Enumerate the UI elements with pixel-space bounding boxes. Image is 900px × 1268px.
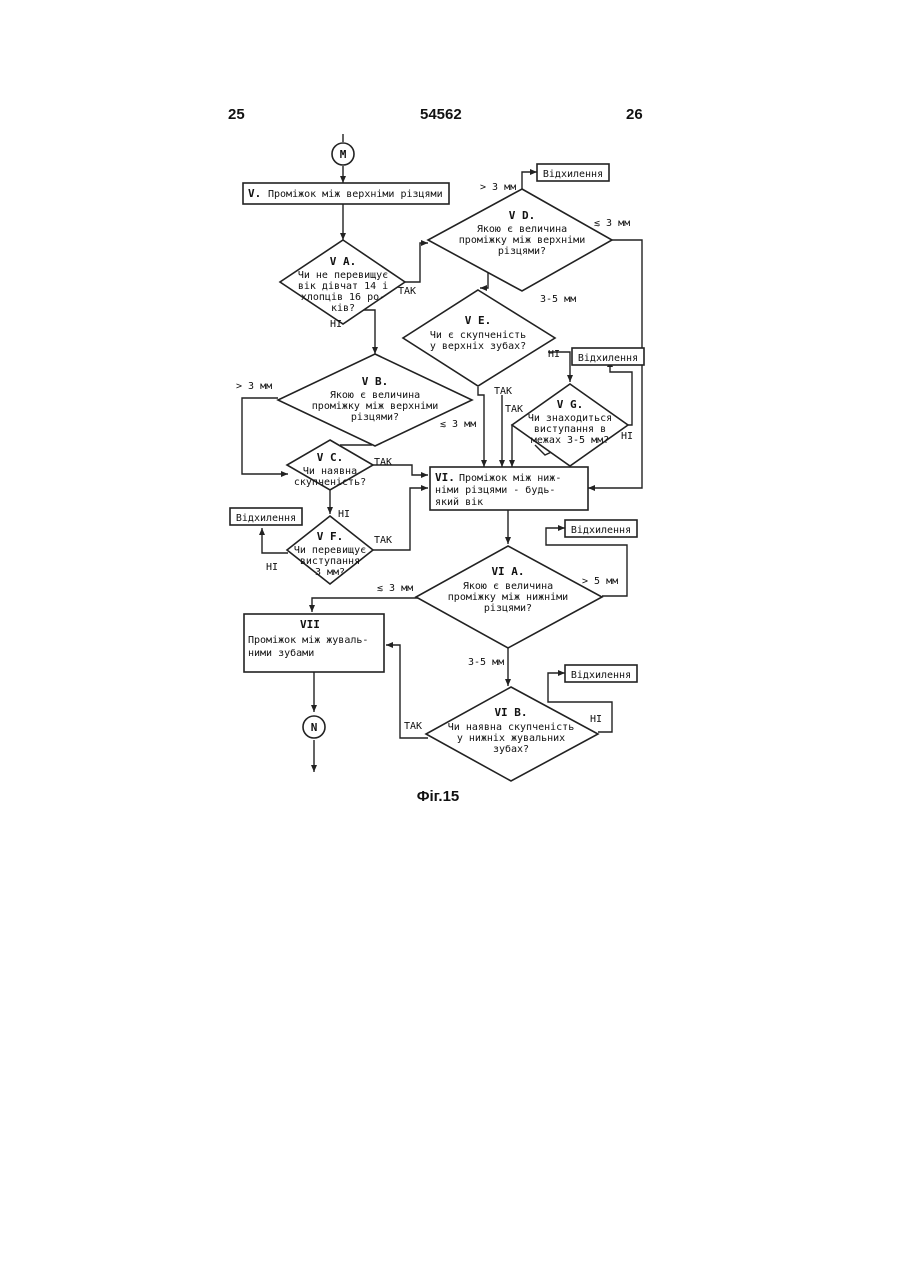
- decision-vg-line3: межах 3-5 мм?: [531, 435, 609, 446]
- decision-vb-line3: різцями?: [351, 411, 399, 423]
- deviation-box-via: Відхилення: [565, 520, 637, 537]
- decision-vd-line3: різцями?: [498, 245, 546, 257]
- vd-gt3-label: > 3 мм: [480, 182, 516, 193]
- decision-vib-title: VI B.: [494, 706, 527, 719]
- decision-vd-title: V D.: [509, 209, 536, 222]
- decision-vib-line1: Чи наявна скупченість: [448, 721, 574, 733]
- connector-n-label: N: [311, 721, 318, 734]
- decision-vg-line2: виступання в: [534, 424, 606, 435]
- vb-le3-label: ≲ 3 мм: [440, 419, 476, 430]
- vb-gt3-to-vc-line: [242, 398, 288, 474]
- decision-vc-line1: Чи наявна: [303, 466, 357, 477]
- deviation-box-vg: Відхилення: [572, 348, 644, 365]
- process-vii-line1: Проміжок між жуваль-: [248, 634, 368, 646]
- vc-yes-label: ТАК: [374, 457, 392, 468]
- process-vi-line3: який вік: [435, 496, 483, 508]
- decision-vc-title: V C.: [317, 451, 344, 464]
- decision-vib: VI B. Чи наявна скупченість у нижніх жув…: [426, 687, 598, 781]
- decision-vd-line1: Якою є величина: [477, 224, 567, 235]
- deviation-box-vd: Відхилення: [537, 164, 609, 181]
- deviation-label: Відхилення: [571, 524, 631, 536]
- process-vii-number: VII: [300, 618, 320, 631]
- decision-vf-line3: 3 мм?: [315, 567, 345, 578]
- va-yes-label: ТАК: [398, 286, 416, 297]
- vf-no-label: ТАК: [374, 535, 392, 546]
- deviation-label: Відхилення: [236, 512, 296, 524]
- decision-via: VI A. Якою є величина проміжку між нижні…: [416, 546, 602, 648]
- deviation-box-vf: Відхилення: [230, 508, 302, 525]
- decision-via-line3: різцями?: [484, 602, 532, 614]
- ve-yes-label: ТАК: [494, 386, 512, 397]
- flowchart: M N V. Проміжок між верхніми різцями VI.…: [0, 0, 900, 800]
- vb-gt3-label: > 3 мм: [236, 381, 272, 392]
- vg-yes-label: ТАК: [505, 404, 523, 415]
- ve-yes-to-vi-line: [478, 387, 484, 467]
- deviation-label: Відхилення: [543, 168, 603, 180]
- decision-vb-line2: проміжку між верхніми: [312, 400, 438, 412]
- decision-vib-line2: у нижніх жувальних: [457, 732, 565, 744]
- decision-vd-line2: проміжку між верхніми: [459, 234, 585, 246]
- decision-va: V A. Чи не перевищує вік дівчат 14 і хло…: [280, 240, 405, 324]
- decision-vg-line1: Чи знаходиться: [528, 413, 612, 424]
- decision-vb-title: V B.: [362, 375, 389, 388]
- vf-yes-to-deviation-line: [262, 528, 288, 553]
- via-le3-label: ≲ 3 мм: [377, 583, 413, 594]
- decision-via-title: VI A.: [491, 565, 524, 578]
- decision-via-line2: проміжку між нижніми: [448, 591, 568, 603]
- process-v-number: V.: [248, 187, 261, 200]
- vc-no-label: НІ: [338, 509, 350, 520]
- decision-va-line1: Чи не перевищує: [298, 270, 388, 281]
- vd-le3-label: ≲ 3 мм: [594, 218, 630, 229]
- decision-vb-line1: Якою є величина: [330, 390, 420, 401]
- decision-vc-line2: скупченість?: [294, 476, 366, 488]
- process-vi-line1: Проміжок між ниж-: [459, 472, 561, 484]
- va-no-label: НІ: [330, 319, 342, 330]
- decision-vb: V B. Якою є величина проміжку між верхні…: [278, 354, 472, 446]
- decision-va-line3: хлопців 16 ро-: [301, 291, 385, 303]
- decision-vf: V F. Чи перевищує виступання 3 мм?: [287, 516, 373, 584]
- decision-va-line2: вік дівчат 14 і: [298, 280, 388, 292]
- decision-ve-line2: у верхніх зубах?: [430, 340, 526, 352]
- decision-va-title: V A.: [330, 255, 357, 268]
- via-35-label: 3-5 мм: [468, 657, 504, 668]
- decision-vf-line2: виступання: [300, 556, 360, 567]
- process-vi-number: VI.: [435, 471, 455, 484]
- via-gt5-label: > 5 мм: [582, 576, 618, 587]
- process-vii-line2: ними зубами: [248, 647, 314, 659]
- va-yes-to-vd-line: [405, 243, 428, 282]
- decision-vd: V D. Якою є величина проміжку між верхні…: [428, 189, 612, 291]
- connector-m-label: M: [340, 148, 347, 161]
- deviation-label: Відхилення: [578, 352, 638, 364]
- process-vi: VI. Проміжок між ниж- німи різцями - буд…: [430, 467, 588, 510]
- vg-no-label: НІ: [621, 431, 633, 442]
- decision-ve-title: V E.: [465, 314, 492, 327]
- connector-m: M: [332, 143, 354, 165]
- decision-vg-title: V G.: [557, 398, 584, 411]
- decision-via-line1: Якою є величина: [463, 581, 553, 592]
- vd-gt3-to-deviation-line: [522, 172, 537, 189]
- vib-yes-label: ТАК: [404, 721, 422, 732]
- decision-vf-title: V F.: [317, 530, 344, 543]
- process-v: V. Проміжок між верхніми різцями: [243, 183, 449, 204]
- via-le3-to-vii-line: [312, 598, 418, 612]
- deviation-box-vib: Відхилення: [565, 665, 637, 682]
- decision-ve-line1: Чи є скупченість: [430, 329, 526, 341]
- vib-no-label: НІ: [590, 714, 602, 725]
- vd-35-label: 3-5 мм: [540, 294, 576, 305]
- connector-n: N: [303, 716, 325, 738]
- deviation-label: Відхилення: [571, 669, 631, 681]
- ve-no-label: НІ: [548, 349, 560, 360]
- vf-yes-label: НІ: [266, 562, 278, 573]
- process-vi-line2: німи різцями - будь-: [435, 484, 555, 496]
- decision-ve: V E. Чи є скупченість у верхніх зубах?: [403, 290, 555, 386]
- process-v-text: Проміжок між верхніми різцями: [268, 188, 443, 200]
- decision-vf-line1: Чи перевищує: [294, 545, 366, 556]
- decision-vc: V C. Чи наявна скупченість?: [287, 440, 373, 490]
- decision-vib-line3: зубах?: [493, 743, 529, 755]
- decision-va-line4: ків?: [331, 302, 355, 314]
- figure-caption: Фіг.15: [0, 788, 876, 805]
- process-vii: VII Проміжок між жуваль- ними зубами: [244, 614, 384, 672]
- decision-vg: V G. Чи знаходиться виступання в межах 3…: [512, 384, 628, 466]
